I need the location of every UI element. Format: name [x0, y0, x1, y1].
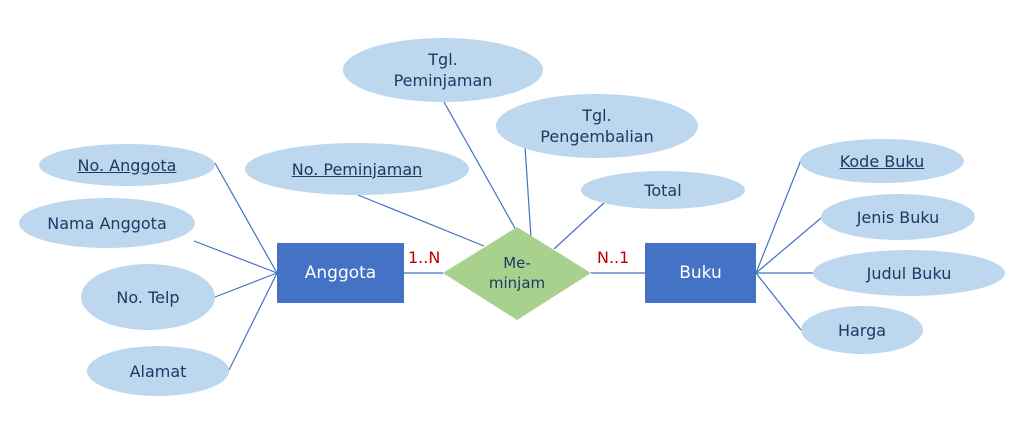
attr-no-telp: No. Telp: [116, 287, 180, 307]
relationship-meminjam-shape: [443, 227, 591, 320]
attribute-ellipses: [19, 38, 1005, 396]
cardinality-anggota-meminjam: 1..N: [408, 248, 441, 267]
entity-anggota-shape: [277, 243, 404, 303]
attr-alamat: Alamat: [129, 361, 187, 381]
line-no-peminjaman: [357, 194, 485, 247]
attr-no-anggota: No. Anggota: [77, 155, 177, 175]
line-tgl-pengembalian: [524, 145, 532, 239]
line-no-telp: [214, 272, 278, 298]
line-kode-buku: [755, 159, 802, 274]
attr-no-peminjaman-shape: [245, 143, 469, 195]
line-tgl-peminjaman: [443, 101, 517, 231]
attr-kode-buku: Kode Buku: [839, 151, 925, 171]
attr-nama-anggota-shape: [19, 198, 195, 248]
line-alamat: [228, 272, 278, 371]
attr-no-telp-shape: [81, 264, 215, 330]
attr-total-shape: [581, 171, 745, 209]
entity-buku: Buku: [679, 262, 722, 283]
relationship-meminjam: Me- minjam: [488, 254, 546, 292]
connector-lines: [193, 101, 822, 371]
attr-jenis-buku: Jenis Buku: [856, 207, 940, 227]
line-no-anggota: [214, 162, 278, 274]
cardinality-meminjam-buku: N..1: [597, 248, 630, 267]
attr-tgl-pengembalian: Tgl. Pengembalian: [540, 106, 654, 146]
attr-harga: Harga: [837, 320, 887, 340]
line-total: [553, 201, 606, 250]
attr-alamat-shape: [87, 346, 229, 396]
attr-nama-anggota: Nama Anggota: [47, 213, 167, 233]
line-nama-anggota: [193, 240, 278, 274]
line-jenis-buku: [755, 217, 822, 274]
attr-total: Total: [644, 180, 682, 200]
attr-kode-buku-shape: [800, 139, 964, 183]
attr-jenis-buku-shape: [821, 194, 975, 240]
attr-tgl-peminjaman: Tgl. Peminjaman: [393, 50, 493, 90]
attr-harga-shape: [801, 306, 923, 354]
entity-buku-shape: [645, 243, 756, 303]
attr-judul-buku-shape: [813, 250, 1005, 296]
attr-judul-buku: Judul Buku: [866, 263, 952, 283]
attr-tgl-peminjaman-shape: [343, 38, 543, 102]
attr-tgl-pengembalian-shape: [496, 94, 698, 158]
entity-anggota: Anggota: [304, 262, 377, 283]
attr-no-peminjaman: No. Peminjaman: [291, 159, 423, 179]
line-harga: [755, 272, 802, 331]
attr-no-anggota-shape: [39, 144, 215, 186]
